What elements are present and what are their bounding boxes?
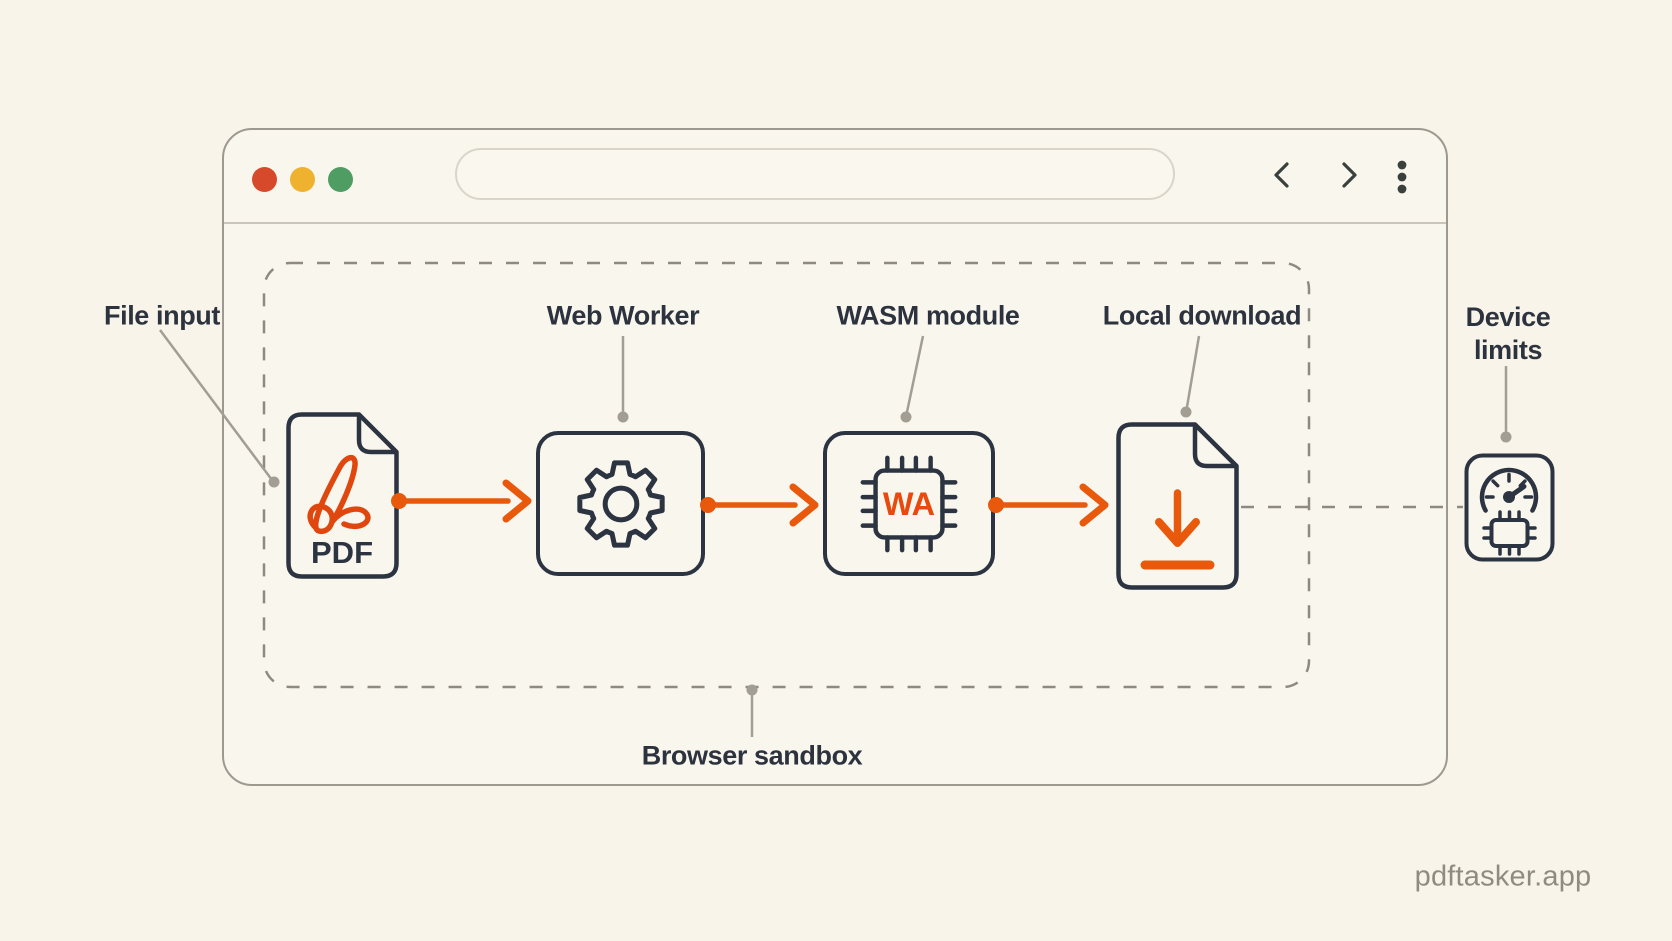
gauge-ticks bbox=[1484, 472, 1534, 499]
traffic-light-yellow-icon bbox=[290, 167, 315, 192]
label-wasm-module: WASM module bbox=[836, 300, 1020, 331]
browser-toolbar bbox=[224, 130, 1446, 224]
label-local-download: Local download bbox=[1102, 300, 1302, 331]
label-web-worker: Web Worker bbox=[546, 300, 700, 331]
pdf-badge: PDF bbox=[311, 535, 373, 570]
web-worker-node bbox=[536, 431, 705, 576]
gauge-arc bbox=[1479, 467, 1539, 513]
wasm-badge: WA bbox=[883, 485, 935, 521]
kebab-menu-icon bbox=[1397, 160, 1407, 194]
pdf-document-icon: PDF bbox=[286, 412, 399, 579]
label-browser-sandbox: Browser sandbox bbox=[641, 740, 863, 771]
traffic-light-red-icon bbox=[252, 167, 277, 192]
watermark: pdftasker.app bbox=[1414, 860, 1592, 893]
traffic-light-green-icon bbox=[328, 167, 353, 192]
chip-icon: WA bbox=[860, 455, 958, 552]
gear-icon bbox=[576, 459, 665, 548]
label-file-input: File input bbox=[104, 300, 220, 331]
speedometer-chip-icon bbox=[1464, 453, 1555, 562]
mini-chip-icon bbox=[1482, 510, 1537, 556]
url-bar bbox=[455, 148, 1175, 200]
chevron-right-icon bbox=[1342, 162, 1357, 188]
wasm-module-node: WA bbox=[823, 431, 995, 576]
label-device-limits: Device limits bbox=[1465, 302, 1551, 365]
download-document-icon bbox=[1116, 422, 1239, 590]
chevron-left-icon bbox=[1274, 162, 1289, 188]
